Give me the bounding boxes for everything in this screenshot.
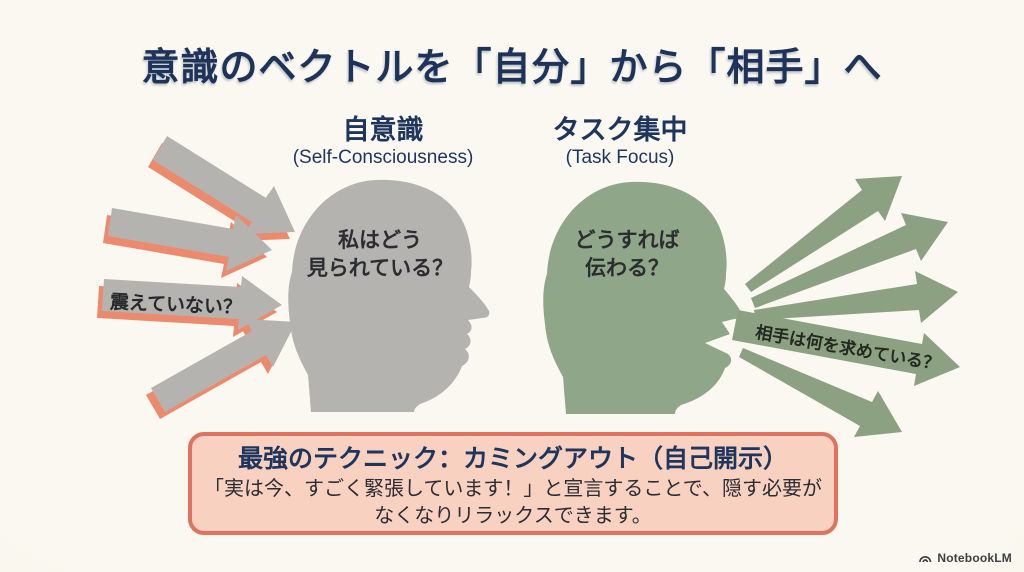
page-title: 意識のベクトルを「自分」から「相手」へ [141,47,883,89]
incoming-arrow [151,319,296,412]
callout-title: 最強のテクニック：カミングアウト（自己開示） [237,445,788,473]
self-head-silhouette [288,179,490,412]
outgoing-arrow [739,348,902,437]
incoming-arrow [108,208,272,271]
self-head-thought-line2: 見られている？ [306,257,454,280]
notebooklm-watermark: NotebookLM [918,551,1012,565]
other-head-silhouette [543,181,742,414]
outgoing-arrow [754,271,958,323]
task-focus-subheading: (Task Focus) [565,147,675,168]
outgoing-arrows [732,176,960,437]
other-head-thought: どうすれば 伝わる？ [547,227,707,283]
incoming-arrows [102,136,296,412]
callout-body-line1: 「実は今、すごく緊張しています！」と宣言することで、隠す必要が [204,478,822,500]
notebooklm-logo-icon [919,556,932,563]
watermark-label: NotebookLM [937,551,1012,565]
outgoing-arrow [745,176,902,292]
other-head-thought-line1: どうすれば [574,229,680,252]
callout-body-line2: なくなりリラックスできます。 [374,505,652,527]
technique-callout: 最強のテクニック：カミングアウト（自己開示） 「実は今、すごく緊張しています！」… [188,432,838,535]
callout-body: 「実は今、すごく緊張しています！」と宣言することで、隠す必要が なくなりリラック… [192,476,834,530]
incoming-arrow-with-label [102,276,282,330]
task-focus-label-block: タスク集中 (Task Focus) [500,115,740,170]
incoming-arrow [153,136,295,234]
self-head-thought: 私はどう 見られている？ [300,227,460,283]
task-focus-heading: タスク集中 [552,115,688,145]
outgoing-arrow [751,213,948,308]
self-consciousness-heading: 自意識 [342,115,424,145]
self-head-thought-line1: 私はどう [338,229,422,252]
outgoing-arrow-with-label [732,310,960,386]
self-consciousness-subheading: (Self-Consciousness) [292,147,474,168]
self-consciousness-label-block: 自意識 (Self-Consciousness) [263,115,503,170]
other-head-thought-line2: 伝わる？ [585,257,669,280]
